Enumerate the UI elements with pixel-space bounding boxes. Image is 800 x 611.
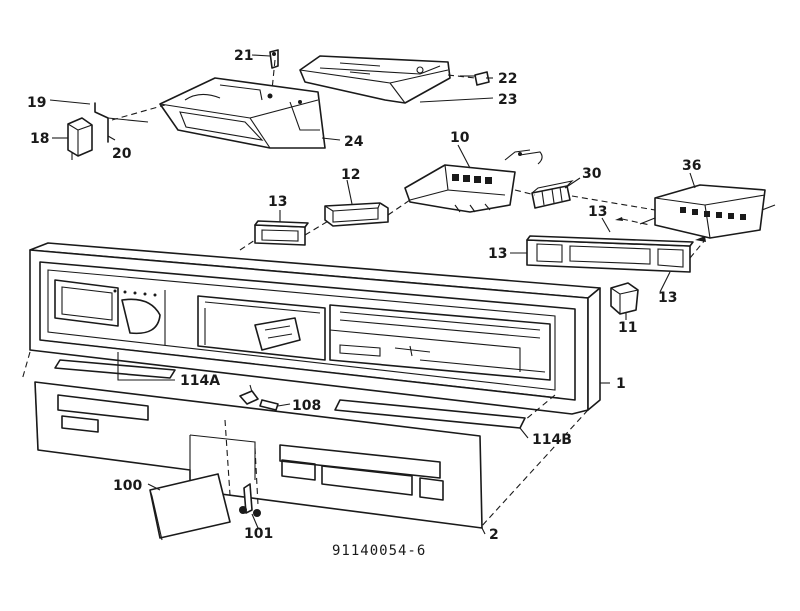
part-22-plug — [460, 71, 490, 86]
label-13-top: 13 — [588, 204, 607, 220]
label-30: 30 — [582, 166, 602, 182]
label-13-right: 13 — [658, 290, 677, 306]
part-18-block — [67, 117, 93, 160]
part-19-rod — [94, 102, 109, 143]
strip-114a — [54, 359, 176, 379]
part-13-left — [254, 220, 309, 246]
part-23-lid — [299, 55, 451, 104]
label-101: 101 — [244, 526, 273, 542]
part-36-assembly — [639, 184, 776, 239]
front-fascia — [34, 381, 483, 529]
part-11-cap — [610, 282, 639, 315]
label-36: 36 — [682, 158, 701, 174]
drawing-number: 91140054-6 — [332, 543, 426, 559]
label-10: 10 — [450, 130, 470, 146]
part-24-dispenser — [159, 77, 326, 149]
label-108: 108 — [292, 398, 321, 414]
control-panel-frame — [29, 242, 601, 415]
assembly-guide-lines — [21, 59, 706, 529]
label-114b: 114B — [532, 432, 572, 448]
part-labels: 19 18 20 21 22 23 24 10 12 30 36 13 13 1… — [27, 48, 701, 559]
label-22: 22 — [498, 71, 517, 87]
label-13-mid: 13 — [488, 246, 507, 262]
label-100: 100 — [113, 478, 142, 494]
part-12 — [324, 202, 389, 227]
label-13-left: 13 — [268, 194, 287, 210]
label-12: 12 — [341, 167, 360, 183]
part-101-fasteners — [239, 483, 261, 517]
part-30 — [531, 180, 574, 209]
leader-lines — [49, 54, 696, 535]
label-114a: 114A — [180, 373, 220, 389]
part-21-pin — [269, 49, 279, 69]
label-18: 18 — [30, 131, 49, 147]
label-2: 2 — [489, 527, 499, 543]
part-13-right-strip — [526, 235, 694, 273]
label-20: 20 — [112, 146, 132, 162]
label-11: 11 — [618, 320, 637, 336]
part-10-switch — [404, 149, 543, 213]
part-100-flap — [149, 473, 231, 539]
label-19: 19 — [27, 95, 46, 111]
part-108 — [239, 384, 279, 411]
label-24: 24 — [344, 134, 364, 150]
label-1: 1 — [616, 376, 626, 392]
label-23: 23 — [498, 92, 517, 108]
label-21: 21 — [234, 48, 253, 64]
